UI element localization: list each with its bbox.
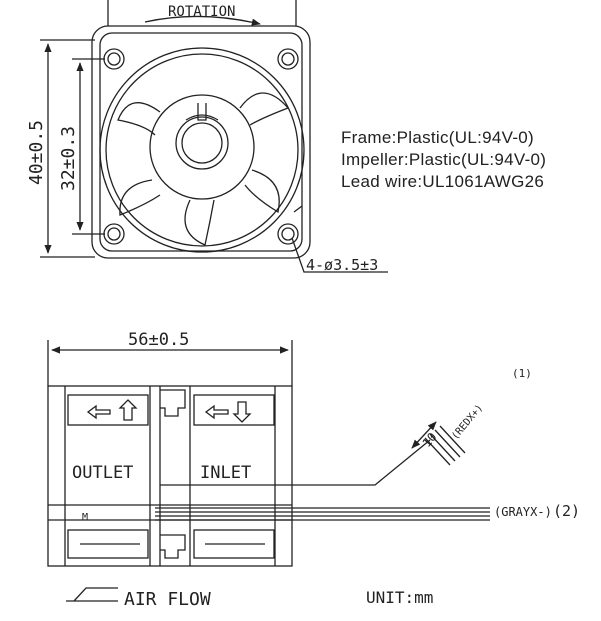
mount-hole-tr: [277, 48, 299, 70]
inlet-arrow-down: [232, 401, 252, 423]
outlet-arrow-up: [118, 399, 138, 421]
spec-frame: Frame:Plastic(UL:94V-0): [341, 128, 535, 147]
small-mark: M: [82, 512, 88, 523]
hub-key: [197, 103, 207, 121]
unit-label: UNIT:mm: [366, 588, 433, 607]
rotation-label: ROTATION: [168, 4, 235, 20]
frame-outline: [91, 25, 311, 259]
wire-red-label: (REDX+): [450, 403, 486, 442]
airflow-arrow: [66, 587, 118, 602]
blade-1: [117, 102, 161, 136]
outlet-arrow-left: [86, 404, 111, 420]
mount-hole-bl: [103, 223, 125, 245]
fan-body: [47, 385, 293, 567]
wire-1-marker: (1): [512, 367, 532, 380]
spec-lead-wire: Lead wire:UL1061AWG26: [341, 172, 545, 191]
mount-hole-tl-inner: [107, 52, 121, 66]
rotation-arrow: [144, 15, 261, 26]
dim-inner-label: 32±0.3: [58, 126, 79, 191]
hole-callout-label: 4-ø3.5±3: [306, 256, 378, 274]
inlet-arrow-left: [204, 404, 229, 420]
motor-boss-inner: [181, 122, 223, 164]
mount-hole-br-inner: [281, 227, 295, 241]
outlet-label: OUTLET: [72, 463, 133, 483]
hub-bump: [185, 114, 219, 121]
mount-hole-tr-inner: [281, 52, 295, 66]
blade-5: [119, 179, 161, 216]
wire-gray-label: (GRAYX-): [494, 505, 552, 519]
spec-impeller: Impeller:Plastic(UL:94V-0): [341, 150, 547, 169]
blade-2: [239, 92, 290, 126]
inlet-label: INLET: [200, 463, 251, 483]
blade-4: [184, 199, 215, 246]
mount-hole-bl-inner: [107, 227, 121, 241]
mount-hole-br: [277, 223, 299, 245]
hole-leader: [291, 237, 388, 273]
fan-duct-circle: [99, 47, 305, 253]
wire-length-label: 10: [420, 430, 440, 450]
mount-hole-tl: [103, 48, 125, 70]
airflow-label: AIR FLOW: [124, 589, 211, 610]
lead-wire-bundle: [160, 439, 431, 486]
fan-duct-inner-circle: [105, 53, 299, 247]
frame-inner-outline: [99, 32, 303, 252]
side-view: [47, 340, 490, 567]
wire-length-dim: [411, 421, 437, 449]
wire-2-marker: (2): [553, 502, 580, 520]
impeller-hub: [149, 94, 255, 200]
top-view: [40, 0, 388, 273]
motor-boss: [175, 116, 229, 170]
dim-width-label: 56±0.5: [128, 330, 189, 350]
blade-3: [244, 169, 280, 214]
dim-outer-label: 40±0.5: [26, 120, 47, 185]
